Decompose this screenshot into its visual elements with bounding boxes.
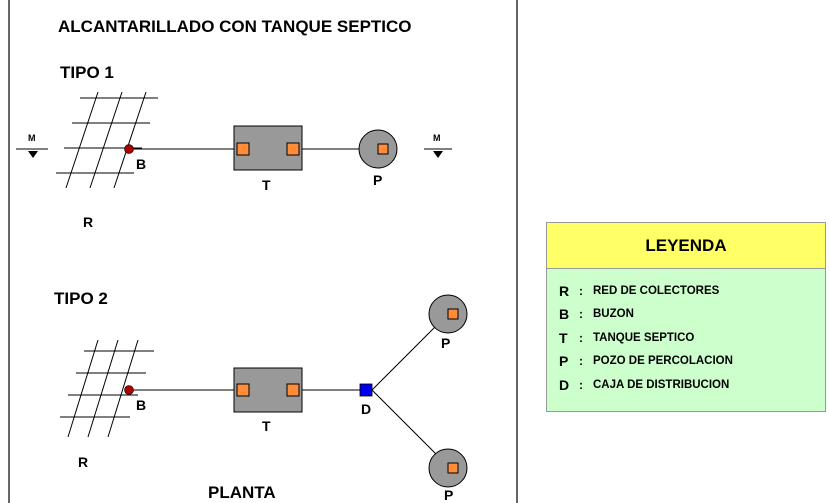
legend-sep: : [579, 330, 583, 345]
legend-text: RED DE COLECTORES [593, 284, 720, 297]
tipo1-red-colectores [56, 91, 158, 189]
legend-box: LEYENDA R : RED DE COLECTORES B : BUZON … [546, 222, 826, 412]
water-level-icon-left [16, 148, 48, 158]
legend-key: R [559, 282, 570, 299]
tipo2-label-b: B [136, 397, 146, 413]
tipo1-tanque [233, 125, 303, 171]
tipo2-label-t: T [262, 418, 271, 434]
tipo2-buzon [124, 385, 134, 395]
tipo2-label-r: R [78, 454, 88, 470]
tipo1-buzon [124, 144, 134, 154]
tipo2-branch-down [371, 389, 441, 459]
legend-sep: : [579, 354, 583, 369]
tipo1-heading: TIPO 1 [60, 63, 114, 82]
legend-key: T [559, 329, 568, 346]
legend-title: LEYENDA [547, 223, 825, 269]
tipo2-heading: TIPO 2 [54, 289, 108, 308]
legend-text: BUZON [593, 308, 634, 321]
tipo1-label-m-left: M [28, 133, 36, 143]
water-level-icon-right [424, 148, 452, 158]
tipo2-label-p-bottom: P [444, 487, 453, 503]
legend-text: TANQUE SEPTICO [593, 331, 695, 344]
tipo1-label-b: B [136, 156, 146, 172]
tipo1-label-t: T [262, 177, 271, 193]
legend-key: D [559, 376, 570, 393]
tipo1-label-r: R [83, 214, 93, 230]
legend-item: R : RED DE COLECTORES [559, 279, 825, 303]
tipo2-branch-up [371, 321, 441, 391]
tipo1-pozo [358, 129, 398, 169]
legend-key: P [559, 353, 569, 370]
legend-item: D : CAJA DE DISTRIBUCION [559, 373, 825, 397]
legend-sep: : [579, 377, 583, 392]
tipo2-label-p-top: P [441, 335, 450, 351]
tipo1-label-p: P [373, 172, 382, 188]
legend-item: B : BUZON [559, 303, 825, 327]
legend-item: T : TANQUE SEPTICO [559, 326, 825, 350]
legend-key: B [559, 306, 570, 323]
tipo2-tanque [233, 367, 303, 413]
legend-text: CAJA DE DISTRIBUCION [593, 378, 730, 391]
footer-planta: PLANTA [208, 483, 276, 502]
legend-item: P : POZO DE PERCOLACION [559, 350, 825, 374]
tipo2-pozo-bottom [428, 448, 468, 488]
legend-items: R : RED DE COLECTORES B : BUZON T : TANQ… [547, 269, 825, 397]
diagram-title: ALCANTARILLADO CON TANQUE SEPTICO [58, 17, 412, 36]
tipo2-caja-distribucion [359, 383, 373, 397]
tipo1-label-m-right: M [433, 133, 441, 143]
tipo2-pozo-top [428, 294, 468, 334]
tipo2-label-d: D [361, 401, 371, 417]
legend-sep: : [579, 283, 583, 298]
legend-text: POZO DE PERCOLACION [593, 355, 733, 368]
tipo2-red-colectores [60, 339, 154, 438]
legend-sep: : [579, 307, 583, 322]
